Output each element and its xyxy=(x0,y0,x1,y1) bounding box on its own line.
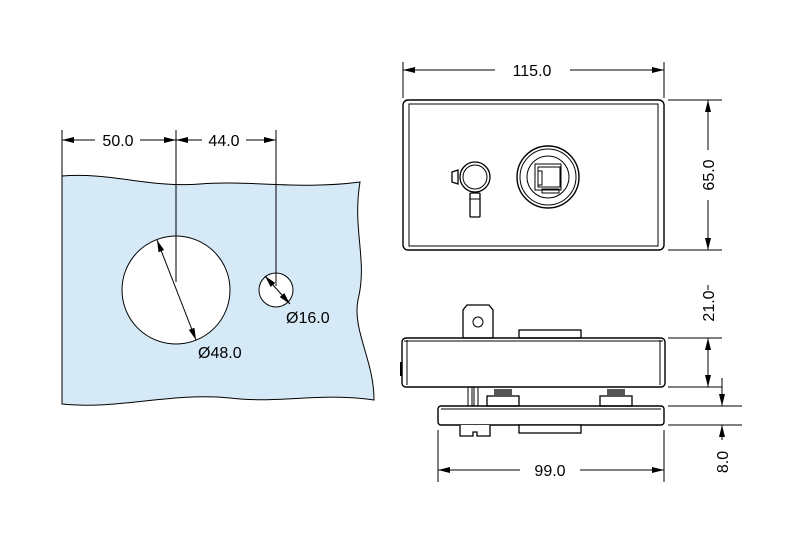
lock-cylinder-icon xyxy=(451,161,491,218)
front-width-label: 115.0 xyxy=(513,63,552,80)
socket-icon xyxy=(516,145,580,209)
dim-label-50: 50.0 xyxy=(102,133,133,150)
dim-label-44: 44.0 xyxy=(208,133,239,150)
plate-thickness-label: 8.0 xyxy=(715,451,732,473)
side-height-label: 21.0 xyxy=(701,290,718,321)
front-view: 115.0 65.0 xyxy=(402,62,722,251)
plate-width-label: 99.0 xyxy=(534,463,565,480)
front-height-label: 65.0 xyxy=(701,159,718,190)
large-hole-label: Ø48.0 xyxy=(198,345,242,362)
small-hole-label: Ø16.0 xyxy=(286,310,330,327)
small-hole-diameter-line xyxy=(264,275,291,305)
glass-panel: 50.0 44.0 Ø48.0 Ø16.0 xyxy=(61,130,375,406)
side-view: 21.0 8.0 99.0 xyxy=(400,285,742,482)
large-hole-diameter-line xyxy=(156,239,197,341)
